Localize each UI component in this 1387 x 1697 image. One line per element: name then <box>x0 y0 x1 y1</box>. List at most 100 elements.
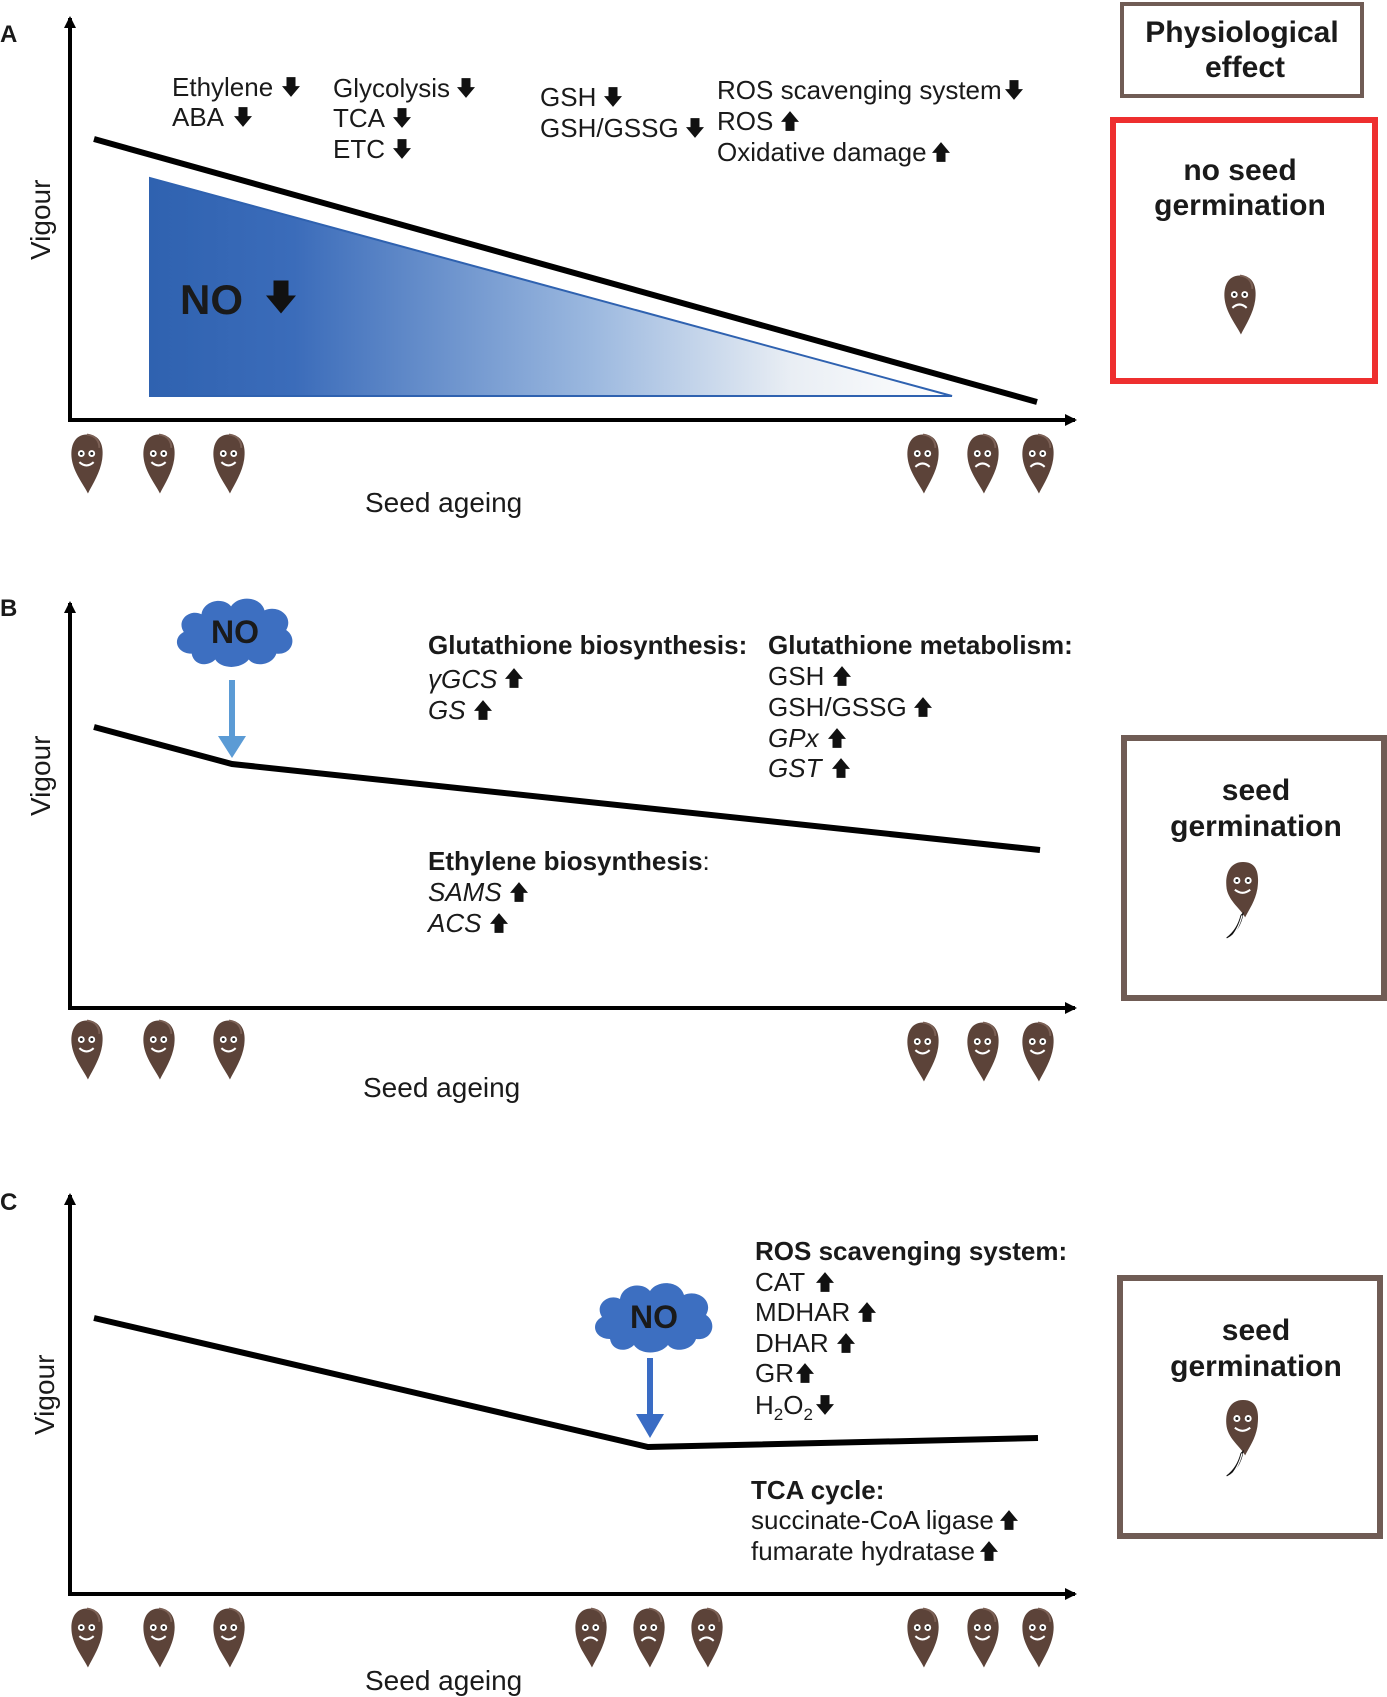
vigour-line-a <box>93 136 1038 405</box>
ros-item: GR <box>755 1358 794 1388</box>
effect-b-line1: seed <box>1222 774 1290 807</box>
happy-seed-icon <box>966 1021 1000 1083</box>
x-axis-label-c: Seed ageing <box>365 1665 522 1696</box>
h2o2-sub2: 2 <box>803 1405 812 1424</box>
eth-biosynth-title-text: Ethylene biosynthesis <box>428 846 703 876</box>
glut-biosynth-item: γGCS <box>428 664 498 694</box>
panel-letter-a: A <box>0 21 17 48</box>
cloud-label-b: NO <box>211 614 259 650</box>
ros-item: MDHAR <box>755 1297 850 1327</box>
happy-seed-icon <box>142 433 176 495</box>
effect-box-a <box>1110 117 1378 384</box>
up-arrow-icon <box>833 666 851 686</box>
note-gsh: GSH <box>540 82 596 112</box>
down-arrow-icon <box>393 108 411 128</box>
sad-seed-icon <box>966 433 1000 495</box>
up-arrow-icon <box>474 700 492 720</box>
cloud-label-c: NO <box>630 1299 678 1335</box>
up-arrow-icon <box>832 758 850 778</box>
note-tca: TCA <box>333 103 386 133</box>
h2o2-o: O <box>783 1390 803 1420</box>
x-axis-label-a: Seed ageing <box>365 487 522 518</box>
note-gsh-gssg: GSH/GSSG <box>540 113 679 143</box>
glut-biosynth-title: Glutathione biosynthesis: <box>428 630 747 660</box>
down-arrow-icon <box>393 139 411 159</box>
effect-header-line2: effect <box>1205 51 1285 84</box>
h2o2-sub1: 2 <box>774 1405 783 1424</box>
tca-title: TCA cycle: <box>751 1475 884 1505</box>
vigour-line-b <box>93 724 1041 853</box>
panel-b: B Vigour Seed ageing NO Glutathione bios… <box>0 595 1387 1103</box>
y-axis-label-b: Vigour <box>25 736 56 816</box>
happy-seed-icon <box>966 1607 1000 1669</box>
sad-seed-icon <box>574 1607 608 1669</box>
down-arrow-icon <box>234 107 252 127</box>
effect-box-b <box>1121 735 1387 1001</box>
tca-item: succinate-CoA ligase <box>751 1505 994 1535</box>
down-arrow-icon <box>282 77 300 97</box>
happy-seed-icon <box>142 1607 176 1669</box>
effect-box-c <box>1117 1275 1383 1539</box>
glut-metab-item: GSH/GSSG <box>768 692 907 722</box>
note-ethylene: Ethylene <box>172 72 273 102</box>
glut-metab-item: GPx <box>768 723 820 753</box>
eth-biosynth-colon: : <box>703 846 710 876</box>
glut-metab-item: GSH <box>768 661 824 691</box>
tca-item: fumarate hydratase <box>751 1536 975 1566</box>
happy-seed-icon <box>70 433 104 495</box>
up-arrow-icon <box>858 1302 876 1322</box>
down-arrow-icon <box>1005 80 1023 100</box>
note-etc: ETC <box>333 134 385 164</box>
happy-seed-icon <box>212 1019 246 1081</box>
up-arrow-icon <box>796 1363 814 1383</box>
note-glycolysis: Glycolysis <box>333 73 450 103</box>
germinating-seed-icon <box>1225 860 1260 942</box>
panel-c: C Vigour Seed ageing NO ROS scavenging s… <box>0 1189 1383 1696</box>
up-arrow-icon <box>816 1272 834 1292</box>
down-arrow-icon <box>686 118 704 138</box>
effect-a-line2: germination <box>1154 189 1326 222</box>
glut-metab-item: GST <box>768 753 824 783</box>
sad-seed-icon <box>1021 433 1055 495</box>
down-arrow-icon <box>816 1395 834 1415</box>
sad-seed-icon <box>690 1607 724 1669</box>
down-arrow-icon <box>604 87 622 107</box>
effect-c-line2: germination <box>1170 1350 1342 1383</box>
sad-seed-icon <box>906 433 940 495</box>
note-oxidative-damage: Oxidative damage <box>717 137 927 167</box>
no-arrowhead-c <box>636 1414 664 1438</box>
sad-seed-icon <box>632 1607 666 1669</box>
glut-biosynth-item: GS <box>428 695 466 725</box>
eth-biosynth-item: ACS <box>426 908 482 938</box>
happy-seed-icon <box>212 1607 246 1669</box>
up-arrow-icon <box>510 882 528 902</box>
up-arrow-icon <box>980 1541 998 1561</box>
note-ros: ROS <box>717 106 773 136</box>
ros-item: DHAR <box>755 1328 829 1358</box>
happy-seed-icon <box>1021 1607 1055 1669</box>
note-ros-scavenging: ROS scavenging system <box>717 75 1002 105</box>
happy-seed-icon <box>212 433 246 495</box>
eth-biosynth-item: SAMS <box>428 877 502 907</box>
effect-header-box <box>1120 2 1364 98</box>
up-arrow-icon <box>932 142 950 162</box>
sad-seed-icon <box>1223 274 1257 336</box>
happy-seed-icon <box>906 1021 940 1083</box>
no-arrowhead-b <box>218 736 246 758</box>
up-arrow-icon <box>490 913 508 933</box>
happy-seed-icon <box>70 1607 104 1669</box>
y-axis-label-c: Vigour <box>29 1355 60 1435</box>
happy-seed-icon <box>70 1019 104 1081</box>
note-aba: ABA <box>172 102 225 132</box>
panel-a: A Vigour Seed ageing NO Ethylene ABA Gly… <box>0 2 1378 518</box>
up-arrow-icon <box>781 111 799 131</box>
up-arrow-icon <box>505 668 523 688</box>
effect-c-line1: seed <box>1222 1314 1290 1347</box>
y-axis-label-a: Vigour <box>25 180 56 260</box>
h2o2-h: H <box>755 1390 774 1420</box>
effect-b-line2: germination <box>1170 810 1342 843</box>
effect-a-line1: no seed <box>1183 154 1296 187</box>
h2o2-label: H2O2 <box>755 1390 813 1424</box>
panel-letter-c: C <box>0 1189 17 1216</box>
ros-item: CAT <box>755 1267 805 1297</box>
